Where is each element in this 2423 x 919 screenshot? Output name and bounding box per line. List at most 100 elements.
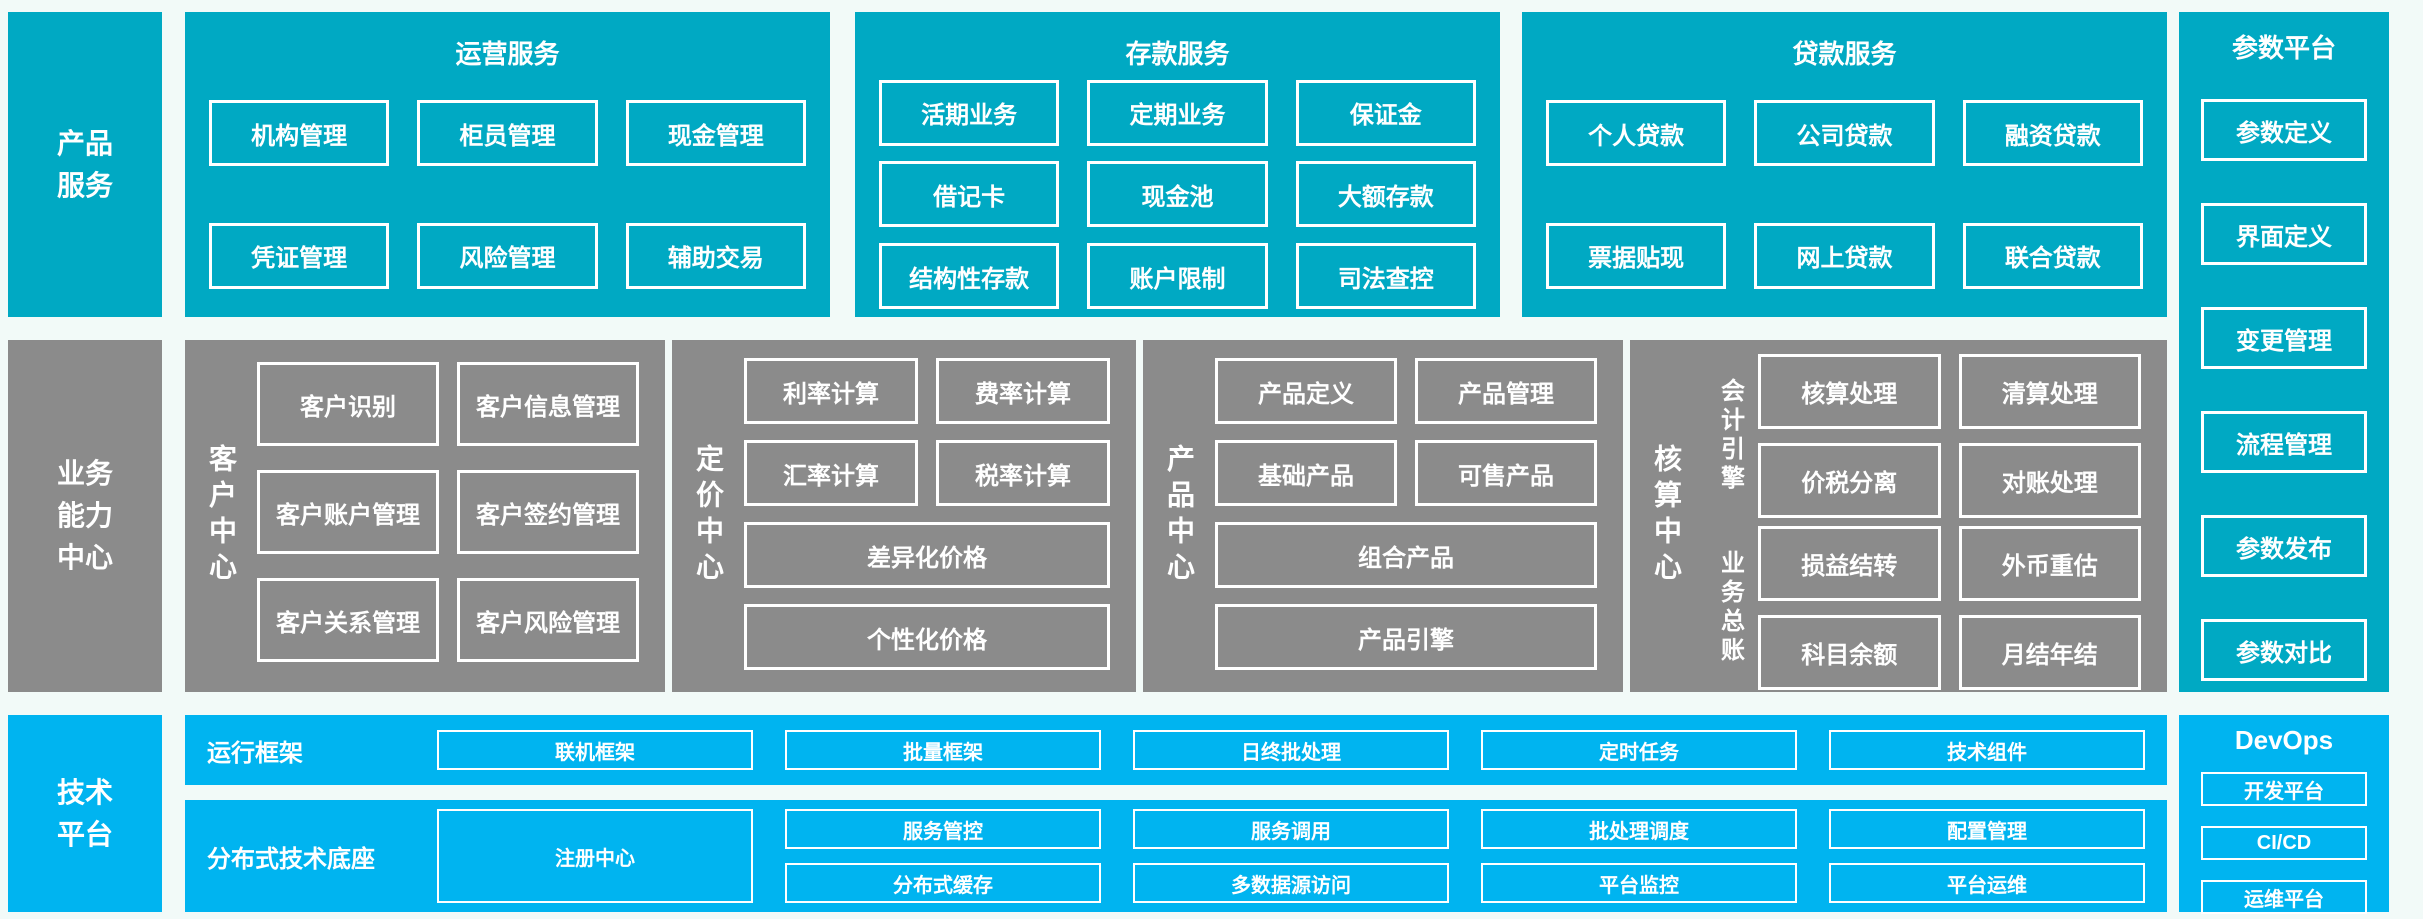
center-label-wrap: 定价中心 bbox=[672, 340, 744, 692]
capability-box: 客户识别 bbox=[257, 362, 439, 446]
capability-box: 核算处理 bbox=[1758, 354, 1941, 429]
service-box: 网上贷款 bbox=[1754, 222, 1935, 289]
devops-boxes: 开发平台 CI/CD 运维平台 bbox=[2201, 772, 2367, 914]
runtime-label: 运行框架 bbox=[207, 739, 303, 767]
center-label-wrap: 客户中心 bbox=[185, 340, 257, 692]
group-label: 会计引擎 bbox=[1716, 378, 1744, 494]
accounting-engine-group: 会计引擎 核算处理 清算处理 价税分离 对账处理 bbox=[1702, 354, 2141, 518]
sidebar-label: 技术平台 bbox=[56, 776, 113, 850]
service-box: 票据贴现 bbox=[1546, 222, 1727, 289]
service-box: 大额存款 bbox=[1295, 161, 1476, 228]
runtime-boxes: 联机框架 批量框架 日终批处理 定时任务 技术组件 bbox=[437, 730, 2145, 770]
center-customer: 客户中心 客户识别 客户信息管理 客户账户管理 客户签约管理 客户关系管理 客户… bbox=[185, 340, 665, 692]
parameter-boxes: 参数定义 界面定义 变更管理 流程管理 参数发布 参数对比 bbox=[2201, 99, 2367, 681]
distributed-stack: 服务管控 分布式缓存 bbox=[785, 809, 1101, 903]
service-box: 借记卡 bbox=[879, 161, 1060, 228]
sidebar-tech-platform: 技术平台 bbox=[8, 715, 162, 912]
capability-box: 损益结转 bbox=[1758, 526, 1941, 601]
service-box: 保证金 bbox=[1295, 79, 1476, 146]
distributed-base-row: 分布式技术底座 注册中心 服务管控 分布式缓存 服务调用 多数据源访问 批处理调… bbox=[185, 800, 2167, 912]
distributed-box: 配置管理 bbox=[1829, 809, 2145, 849]
parameter-box: 流程管理 bbox=[2201, 411, 2367, 473]
distributed-boxes: 注册中心 服务管控 分布式缓存 服务调用 多数据源访问 批处理调度 平台监控 配… bbox=[437, 809, 2145, 903]
group-label: 业务总账 bbox=[1716, 550, 1744, 666]
section-title: 运营服务 bbox=[455, 39, 560, 69]
service-box: 联合贷款 bbox=[1962, 222, 2143, 289]
service-box: 公司贷款 bbox=[1754, 100, 1935, 167]
capability-box: 可售产品 bbox=[1415, 440, 1597, 506]
parameter-box: 变更管理 bbox=[2201, 307, 2367, 369]
service-box: 机构管理 bbox=[209, 100, 390, 167]
capability-box: 税率计算 bbox=[936, 440, 1110, 506]
service-box: 融资贷款 bbox=[1962, 100, 2143, 167]
capability-box-wide: 差异化价格 bbox=[744, 522, 1110, 588]
section-title: 贷款服务 bbox=[1792, 39, 1897, 69]
parameter-box: 参数发布 bbox=[2201, 515, 2367, 577]
capability-box: 外币重估 bbox=[1958, 526, 2141, 601]
capability-box: 科目余额 bbox=[1758, 615, 1941, 690]
center-label-wrap: 核算中心 bbox=[1630, 340, 1702, 692]
section-operations: 运营服务 机构管理 柜员管理 现金管理 凭证管理 风险管理 辅助交易 bbox=[185, 12, 830, 317]
service-box: 账户限制 bbox=[1087, 243, 1268, 310]
business-ledger-boxes: 损益结转 外币重估 科目余额 月结年结 bbox=[1758, 526, 2141, 690]
customer-boxes: 客户识别 客户信息管理 客户账户管理 客户签约管理 客户关系管理 客户风险管理 bbox=[257, 340, 665, 692]
runtime-box: 定时任务 bbox=[1481, 730, 1797, 770]
service-box: 辅助交易 bbox=[625, 222, 806, 289]
operations-boxes: 机构管理 柜员管理 现金管理 凭证管理 风险管理 辅助交易 bbox=[185, 72, 830, 317]
service-box: 个人贷款 bbox=[1546, 100, 1727, 167]
product-boxes: 产品定义 产品管理 基础产品 可售产品 组合产品 产品引擎 bbox=[1215, 340, 1623, 692]
accounting-engine-boxes: 核算处理 清算处理 价税分离 对账处理 bbox=[1758, 354, 2141, 518]
distributed-box: 批处理调度 bbox=[1481, 809, 1797, 849]
capability-box-wide: 组合产品 bbox=[1215, 522, 1597, 588]
center-product: 产品中心 产品定义 产品管理 基础产品 可售产品 组合产品 产品引擎 bbox=[1143, 340, 1623, 692]
parameter-box: 参数对比 bbox=[2201, 619, 2367, 681]
capability-box: 客户风险管理 bbox=[457, 578, 639, 662]
capability-box: 费率计算 bbox=[936, 358, 1110, 424]
distributed-box: 服务调用 bbox=[1133, 809, 1449, 849]
sidebar-label: 业务能力中心 bbox=[56, 458, 113, 573]
devops-title: DevOps bbox=[2234, 725, 2334, 755]
parameter-box: 界面定义 bbox=[2201, 203, 2367, 265]
capability-box: 清算处理 bbox=[1958, 354, 2141, 429]
group-label-wrap: 业务总账 bbox=[1702, 526, 1758, 690]
service-box: 现金池 bbox=[1087, 161, 1268, 228]
devops-box: CI/CD bbox=[2201, 826, 2367, 860]
distributed-box: 服务管控 bbox=[785, 809, 1101, 849]
service-box: 活期业务 bbox=[879, 79, 1060, 146]
sidebar-business-capability: 业务能力中心 bbox=[8, 340, 162, 692]
section-title: 存款服务 bbox=[1125, 39, 1230, 69]
service-box: 柜员管理 bbox=[417, 100, 598, 167]
distributed-stack: 批处理调度 平台监控 bbox=[1481, 809, 1797, 903]
deposit-boxes: 活期业务 定期业务 保证金 借记卡 现金池 大额存款 结构性存款 账户限制 司法… bbox=[855, 72, 1500, 317]
center-label: 核算中心 bbox=[1651, 444, 1682, 588]
service-box: 凭证管理 bbox=[209, 222, 390, 289]
capability-box: 客户账户管理 bbox=[257, 470, 439, 554]
capability-box: 汇率计算 bbox=[744, 440, 918, 506]
loan-boxes: 个人贷款 公司贷款 融资贷款 票据贴现 网上贷款 联合贷款 bbox=[1522, 72, 2167, 317]
capability-box: 价税分离 bbox=[1758, 443, 1941, 518]
center-label: 产品中心 bbox=[1164, 444, 1195, 588]
service-box: 司法查控 bbox=[1295, 243, 1476, 310]
sidebar-label: 产品服务 bbox=[56, 127, 113, 201]
registry-center-box: 注册中心 bbox=[437, 809, 753, 903]
devops-panel: DevOps 开发平台 CI/CD 运维平台 bbox=[2179, 715, 2389, 914]
pricing-boxes: 利率计算 费率计算 汇率计算 税率计算 差异化价格 个性化价格 bbox=[744, 340, 1136, 692]
runtime-box: 批量框架 bbox=[785, 730, 1101, 770]
runtime-box: 联机框架 bbox=[437, 730, 753, 770]
center-accounting: 核算中心 会计引擎 核算处理 清算处理 价税分离 对账处理 业务总账 损 bbox=[1630, 340, 2167, 692]
parameter-box: 参数定义 bbox=[2201, 99, 2367, 161]
runtime-framework-row: 运行框架 联机框架 批量框架 日终批处理 定时任务 技术组件 bbox=[185, 715, 2167, 785]
capability-box: 客户关系管理 bbox=[257, 578, 439, 662]
panel-title: 参数平台 bbox=[2231, 33, 2336, 63]
section-deposit: 存款服务 活期业务 定期业务 保证金 借记卡 现金池 大额存款 结构性存款 账户… bbox=[855, 12, 1500, 317]
devops-box: 开发平台 bbox=[2201, 772, 2367, 806]
capability-box: 月结年结 bbox=[1958, 615, 2141, 690]
center-label-wrap: 产品中心 bbox=[1143, 340, 1215, 692]
center-pricing: 定价中心 利率计算 费率计算 汇率计算 税率计算 差异化价格 个性化价格 bbox=[672, 340, 1136, 692]
distributed-label: 分布式技术底座 bbox=[207, 845, 375, 873]
runtime-box: 日终批处理 bbox=[1133, 730, 1449, 770]
capability-box: 客户签约管理 bbox=[457, 470, 639, 554]
service-box: 现金管理 bbox=[625, 100, 806, 167]
group-label-wrap: 会计引擎 bbox=[1702, 354, 1758, 518]
capability-box: 基础产品 bbox=[1215, 440, 1397, 506]
